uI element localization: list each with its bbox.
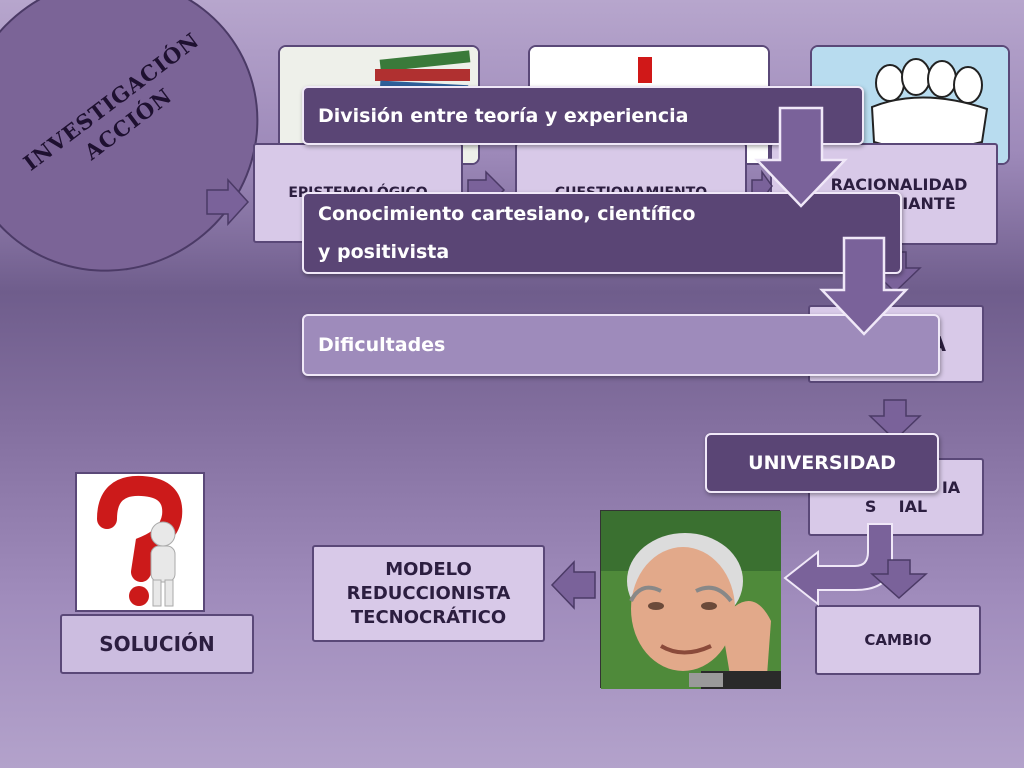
overlay-division: División entre teoría y experiencia [302,86,864,145]
concept-cambio-label: CAMBIO [864,631,932,649]
overlay-dificultades-label: Dificultades [318,334,446,356]
question-mark-figure-icon [97,475,183,607]
concept-racionalidad-line-1: RACIONALIDAD [830,175,968,194]
overlay-division-label: División entre teoría y experiencia [318,104,689,127]
overlay-universidad-label: UNIVERSIDAD [748,452,896,474]
overlay-universidad: UNIVERSIDAD [705,433,939,493]
concept-solucion: SOLUCIÓN [60,614,254,674]
arrow-right-1 [206,178,250,226]
overlay-dificultades: Dificultades [302,314,940,376]
man-portrait-icon [601,511,781,689]
concept-social-line-1: IA [941,478,961,497]
arrow-left-1 [550,560,596,610]
concept-modelo: MODELO REDUCCIONISTA TECNOCRÁTICO [312,545,545,642]
concept-modelo-line-2: REDUCCIONISTA [346,582,511,604]
arrow-down-2 [868,399,922,442]
man-portrait-photo [600,510,781,689]
overlay-conocimiento-line-2: y positivista [318,241,450,263]
concept-social-line-2: S IAL [864,497,928,516]
concept-solucion-label: SOLUCIÓN [99,632,215,656]
concept-modelo-line-1: MODELO [385,558,472,580]
concept-cambio: CAMBIO [815,605,981,675]
overlay-arrow-down-1 [754,106,848,208]
concept-modelo-line-3: TECNOCRÁTICO [350,606,507,628]
question-figure-image [75,472,205,612]
overlay-conocimiento-line-1: Conocimiento cartesiano, científico [318,203,696,225]
concept-racionalidad-line-2: IANTE [902,194,956,213]
arrow-down-3 [870,559,928,600]
overlay-arrow-down-2 [819,236,909,336]
